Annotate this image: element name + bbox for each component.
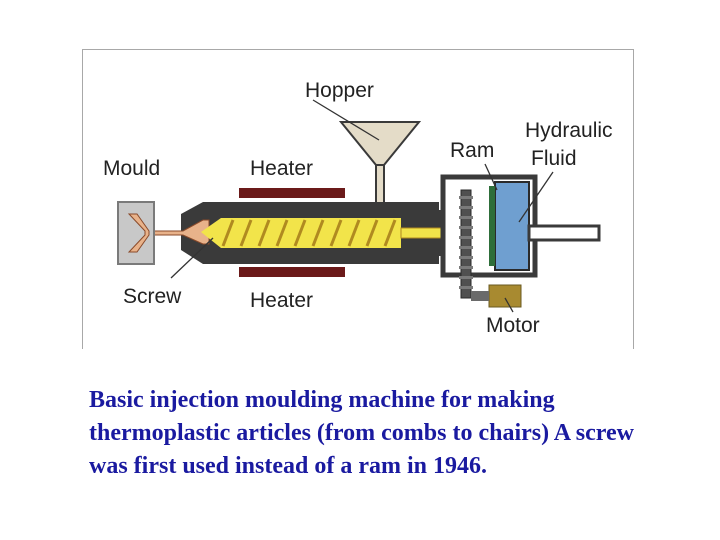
gear-teeth	[459, 196, 473, 289]
nozzle-channel	[144, 219, 210, 245]
hopper-label: Hopper	[305, 79, 374, 102]
machine-illustration	[117, 99, 601, 313]
screw-flights	[221, 219, 397, 247]
piston-rod	[527, 224, 601, 242]
gear-shaft	[460, 189, 472, 299]
screw-label: Screw	[123, 285, 182, 308]
motor-coupling	[471, 291, 489, 301]
caption-text: Basic injection moulding machine for mak…	[89, 387, 634, 479]
heater-top-label: Heater	[250, 157, 314, 180]
heater-bottom-label: Heater	[250, 289, 314, 312]
ram-label: Ram	[450, 139, 495, 162]
hydraulic-fluid-label-line2: Fluid	[531, 147, 577, 170]
mould-label: Mould	[103, 157, 161, 180]
hopper-throat	[375, 164, 385, 206]
motor-label: Motor	[486, 314, 540, 337]
hydraulic-fluid-label-line1: Hydraulic	[525, 119, 613, 142]
injection-moulding-diagram: Hopper Hydraulic Fluid Ram Mould Heater …	[82, 49, 634, 349]
hydraulic-fluid-chamber	[494, 181, 530, 271]
leader-lines	[170, 99, 554, 313]
ram-plate	[489, 186, 495, 266]
heater-bottom-band	[239, 267, 345, 277]
hopper-funnel	[338, 121, 422, 166]
motor-body	[488, 284, 522, 308]
heater-top-band	[239, 188, 345, 198]
mould-cavity	[127, 213, 150, 253]
